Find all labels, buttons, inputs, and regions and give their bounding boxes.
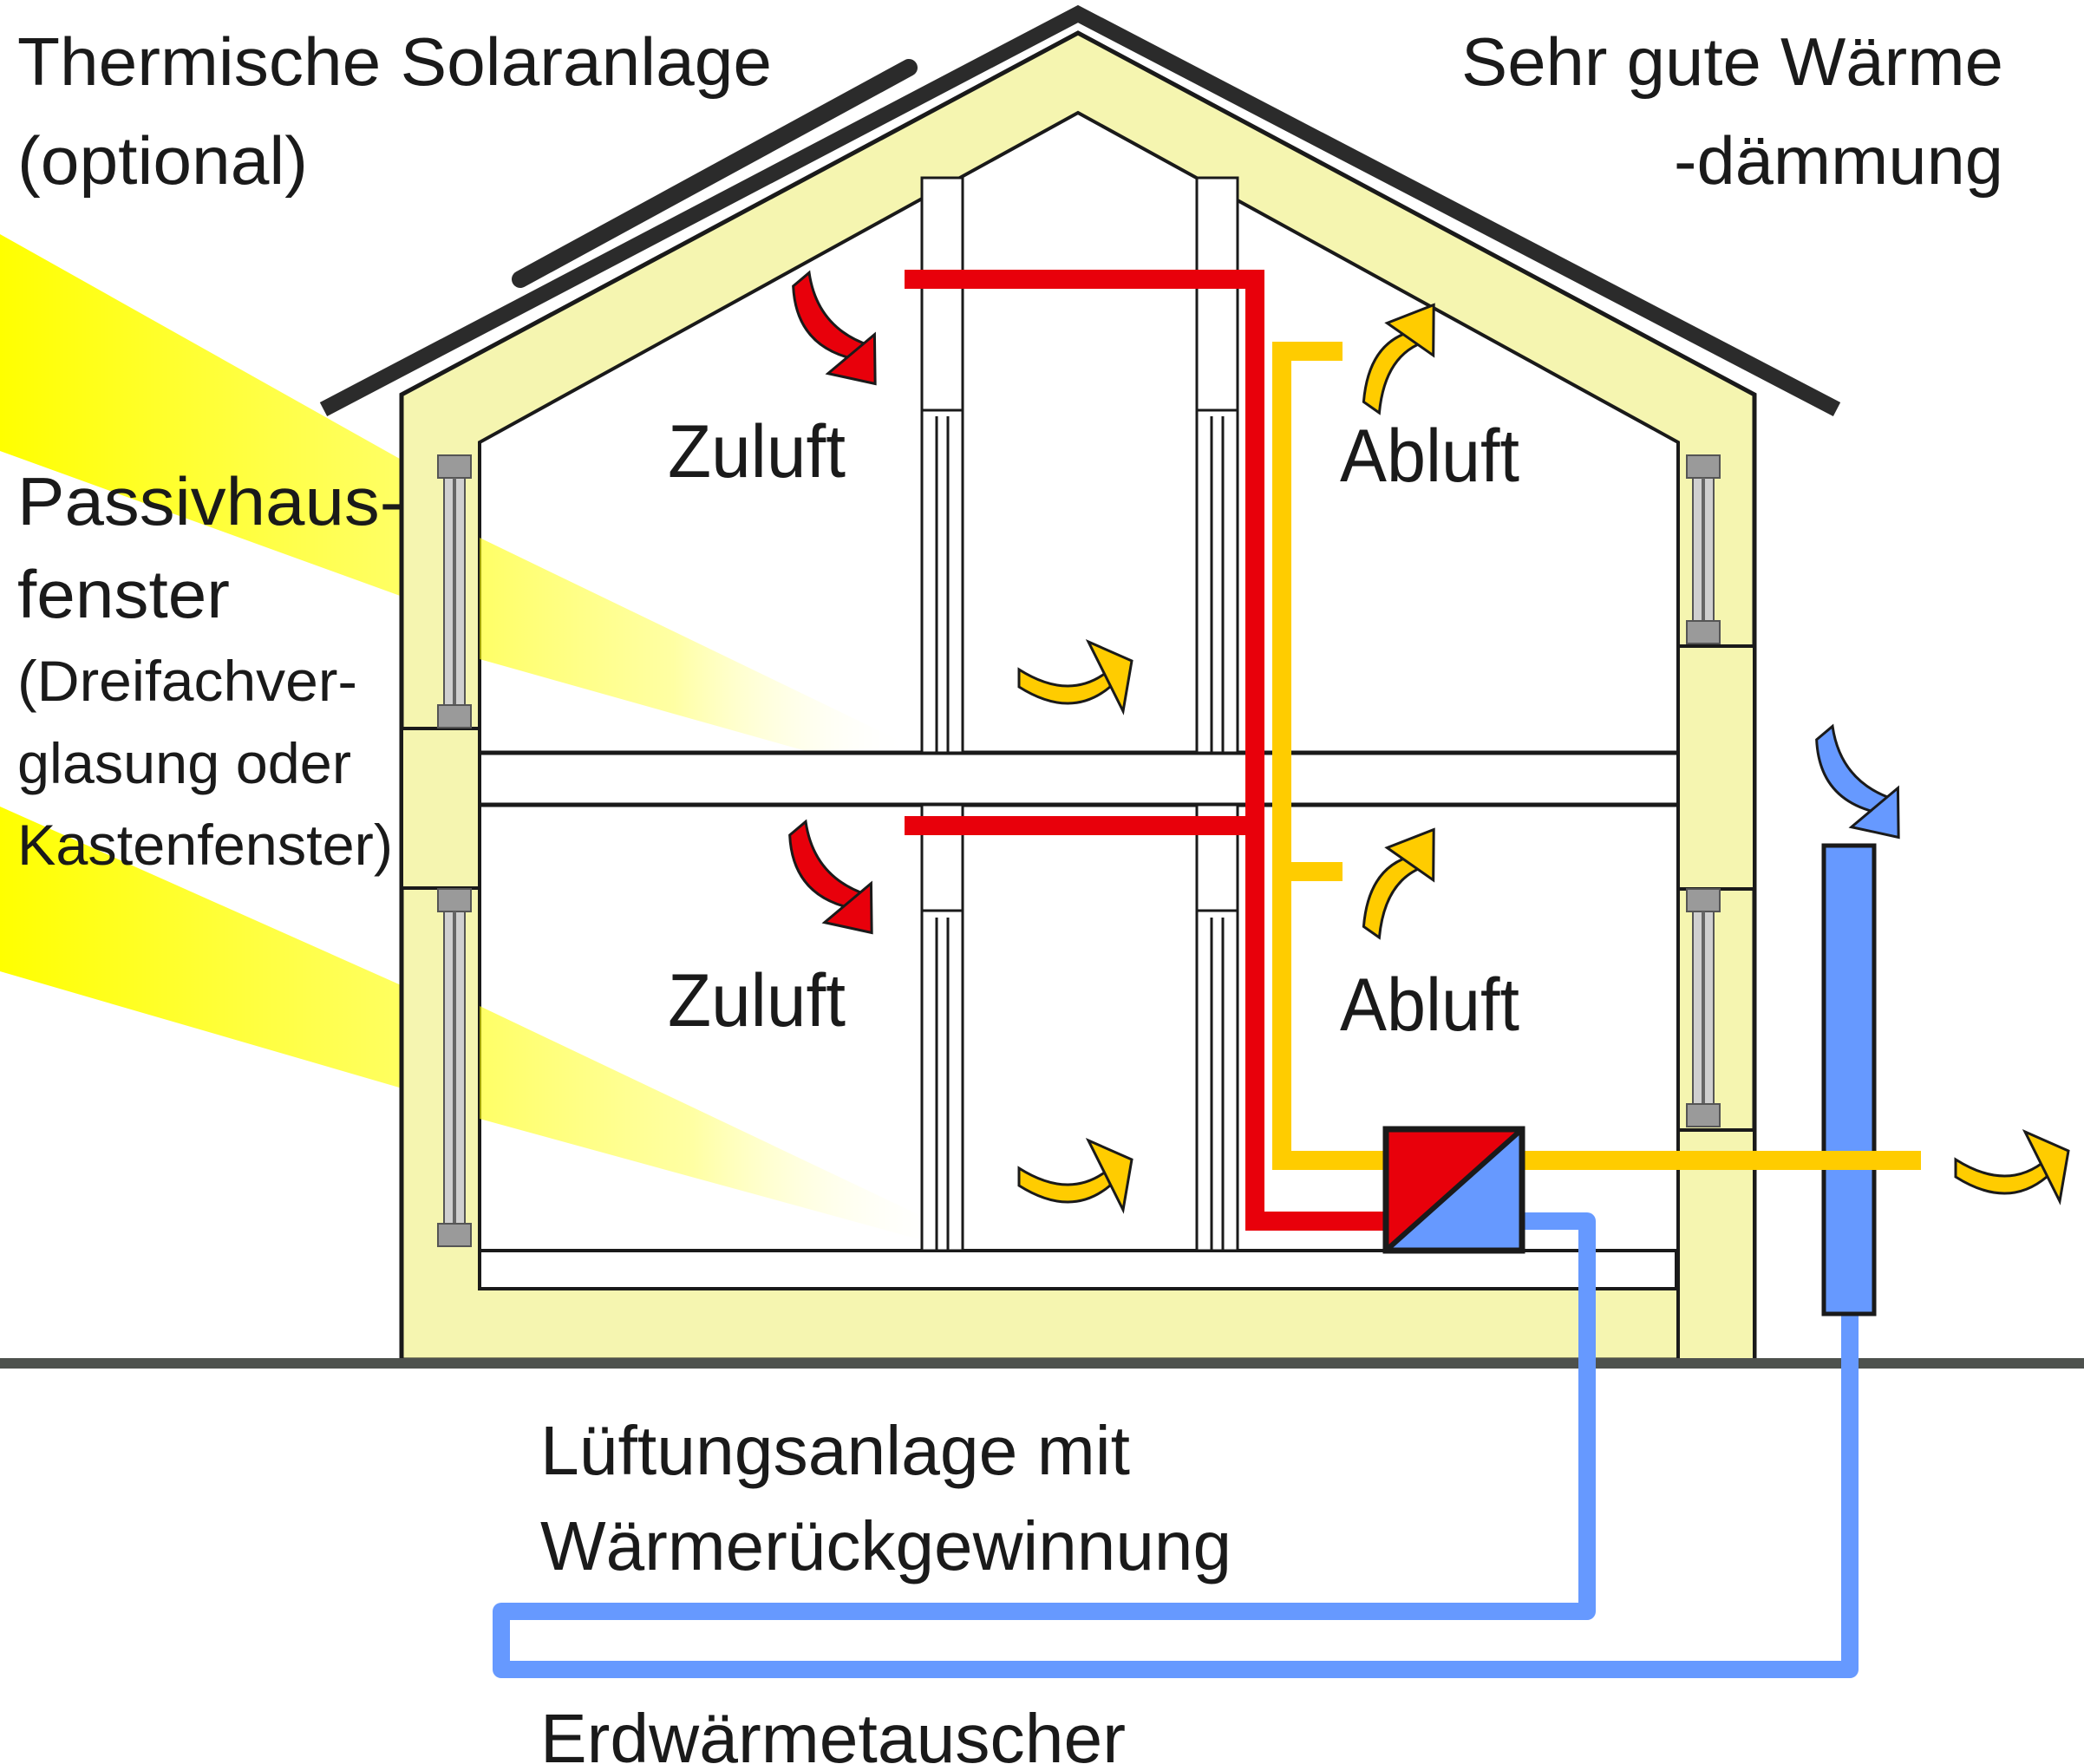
left-wall-insulation-block — [400, 727, 481, 890]
supply-air-arrow-lower — [788, 819, 873, 935]
ventilation-label-line1: Lüftungsanlage mit — [540, 1412, 1130, 1489]
exhaust-air-arrow-lower — [1362, 827, 1435, 940]
sunlight-interior-upper — [480, 538, 911, 781]
supply-air-arrow-upper — [792, 270, 877, 386]
interior-wall-right — [1195, 176, 1239, 1252]
solar-label-line1: Thermische Solaranlage — [17, 23, 772, 100]
insulation-label-line1: Sehr gute Wärme — [1461, 23, 2003, 100]
exhaust-air-arrow-upper — [1362, 303, 1435, 415]
right-wall-insulation-block — [1676, 644, 1756, 891]
interior-wall-left — [920, 176, 964, 1252]
base-slab — [478, 1249, 1678, 1290]
airflow-arrow-lower-middle — [1017, 1137, 1133, 1214]
passive-window-left-upper — [437, 454, 472, 728]
heat-recovery-unit — [1382, 1126, 1525, 1254]
solar-collector-panel — [512, 59, 918, 288]
solar-label-line2: (optional) — [17, 122, 308, 199]
passive-window-right-upper — [1686, 454, 1721, 644]
ventilation-label-line2: Wärmerückgewinnung — [540, 1507, 1231, 1584]
window-label-line3: (Dreifachver- — [17, 649, 357, 713]
fresh-air-intake-arrow — [1815, 723, 1900, 840]
passive-window-right-lower — [1686, 888, 1721, 1127]
insulation-label-line2: -dämmung — [1674, 122, 2003, 199]
exhaust-air-duct — [1272, 342, 1384, 1170]
supply-air-duct — [905, 270, 1386, 1231]
passive-window-left-lower — [437, 888, 472, 1247]
exhaust-air-label-upper: Abluft — [1340, 415, 1519, 498]
window-label-line1: Passivhaus- — [17, 463, 403, 539]
airflow-arrow-upper-middle — [1017, 638, 1133, 715]
supply-air-label-lower: Zuluft — [668, 959, 846, 1042]
ground-heat-exchanger-label: Erdwärmetauscher — [540, 1700, 1126, 1764]
sunlight-interior-lower — [480, 1006, 954, 1249]
supply-air-label-upper: Zuluft — [668, 410, 846, 493]
floor-slab — [454, 750, 1702, 807]
window-label-line4: glasung oder — [17, 731, 351, 795]
roof — [319, 4, 1841, 416]
fresh-air-intake-column — [1821, 843, 1877, 1316]
exhaust-air-label-lower: Abluft — [1340, 964, 1519, 1047]
window-label-line5: Kastenfenster) — [17, 813, 393, 877]
exhaust-air-outlet-arrow — [1954, 1128, 2070, 1205]
ground-heat-exchanger-pipe — [493, 1212, 1859, 1678]
window-label-line2: fenster — [17, 556, 230, 632]
